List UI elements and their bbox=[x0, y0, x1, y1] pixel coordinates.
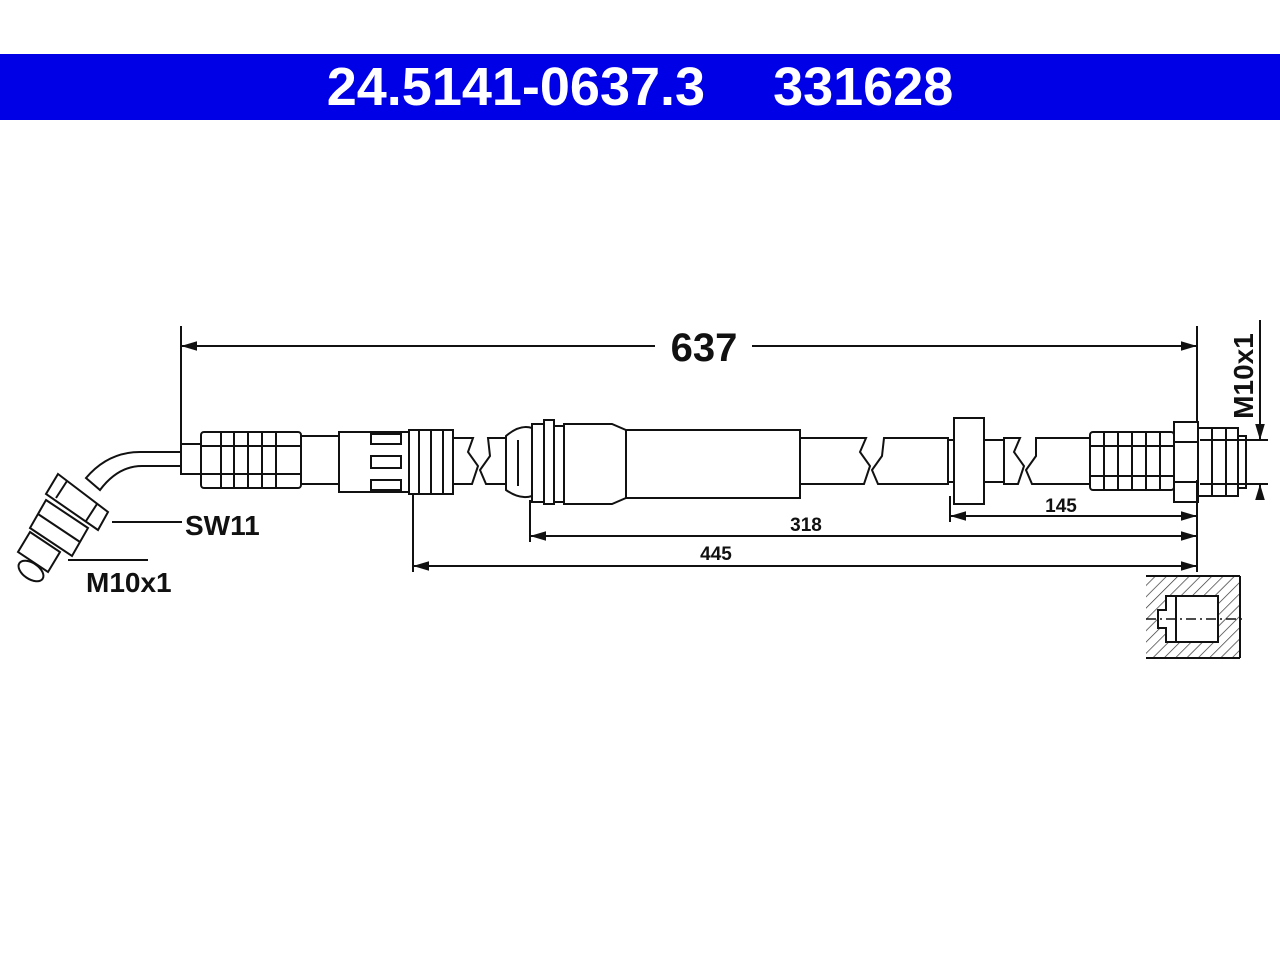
title-bar: 24.5141-0637.3 331628 bbox=[0, 54, 1280, 120]
dimension-line-318 bbox=[529, 500, 1197, 542]
detail-section-view bbox=[1146, 575, 1246, 659]
middle-connector bbox=[505, 419, 801, 505]
left-connector-body bbox=[338, 429, 454, 495]
dimension-label-637: 637 bbox=[671, 326, 738, 370]
left-crimp-ferrule bbox=[180, 431, 302, 489]
dimension-label-445: 445 bbox=[700, 544, 732, 565]
left-angled-fitting bbox=[16, 451, 182, 583]
right-crimp-ferrule bbox=[1089, 431, 1175, 491]
hose-break-2 bbox=[799, 437, 949, 485]
dimension-label-145: 145 bbox=[1045, 496, 1077, 517]
right-end-fitting bbox=[1173, 421, 1247, 503]
dimension-right-thread bbox=[1200, 320, 1268, 500]
label-m10x1-left: M10x1 bbox=[86, 567, 172, 598]
label-sw11: SW11 bbox=[185, 510, 260, 541]
hose-break-1 bbox=[452, 437, 507, 485]
part-number: 24.5141-0637.3 bbox=[326, 57, 706, 117]
hose-segment-1 bbox=[300, 435, 340, 485]
article-number: 331628 bbox=[773, 57, 954, 117]
dimension-label-318: 318 bbox=[790, 515, 822, 536]
hose-break-3 bbox=[1003, 437, 1091, 485]
label-m10x1-right: M10x1 bbox=[1228, 333, 1259, 419]
hose-bracket bbox=[947, 417, 1005, 505]
dimension-line-445 bbox=[412, 480, 1198, 572]
dimension-line-145 bbox=[949, 496, 1197, 522]
